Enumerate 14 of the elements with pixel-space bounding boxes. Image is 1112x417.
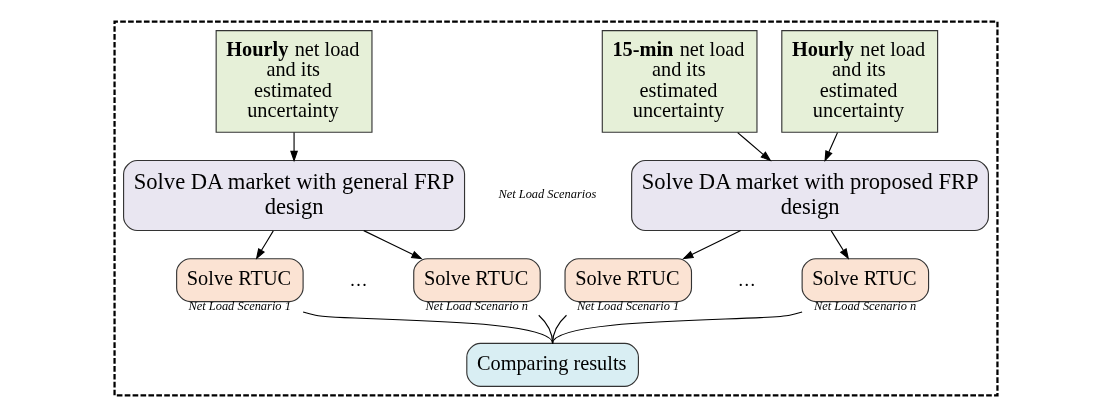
arrow <box>363 230 423 260</box>
cluster <box>113 20 999 397</box>
label: ··· <box>349 275 368 296</box>
connector <box>302 311 554 344</box>
arrow <box>682 230 742 260</box>
arrow <box>255 230 274 260</box>
connector <box>552 314 568 344</box>
arrow <box>824 132 839 163</box>
arrow <box>737 132 772 162</box>
label: ··· <box>737 275 756 296</box>
connector <box>552 311 803 344</box>
arrow <box>290 132 299 163</box>
label: Net Load Scenarios <box>498 186 597 201</box>
arrow <box>830 230 850 260</box>
